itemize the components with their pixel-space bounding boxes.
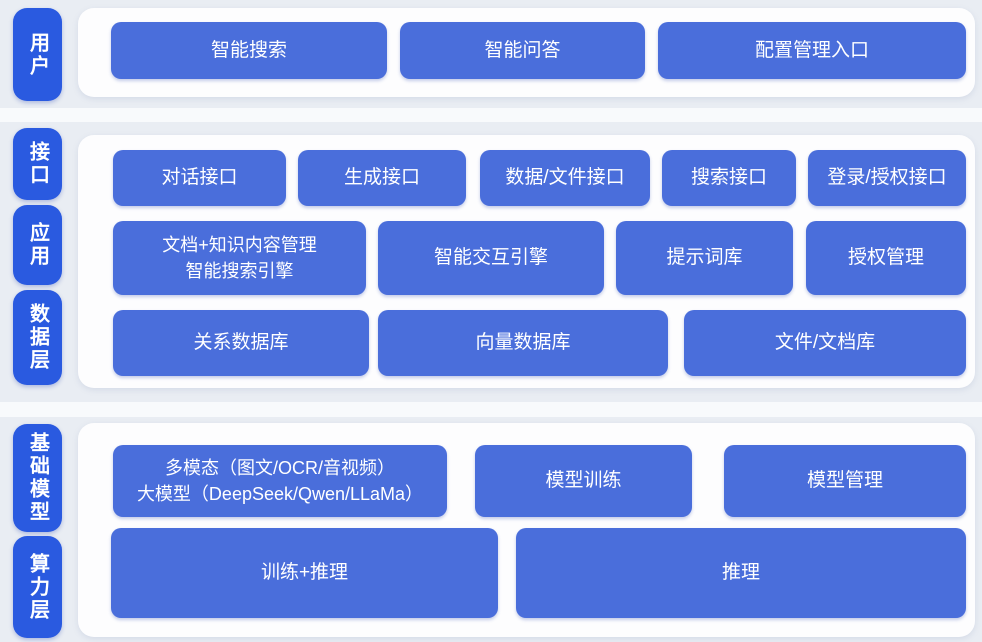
button-config-management-portal[interactable]: 配置管理入口: [658, 22, 966, 79]
layer-label-interface: 接口: [13, 128, 62, 200]
button-dialog-interface[interactable]: 对话接口: [113, 150, 286, 206]
button-search-interface[interactable]: 搜索接口: [662, 150, 796, 206]
button-doc-knowledge-search-engine[interactable]: 文档+知识内容管理 智能搜索引擎: [113, 221, 366, 295]
layer-label-user-text: 用户: [26, 31, 49, 78]
layer-label-data-layer: 数据层: [13, 290, 62, 385]
button-prompt-library[interactable]: 提示词库: [616, 221, 793, 295]
button-generation-interface[interactable]: 生成接口: [298, 150, 466, 206]
layer-label-application: 应用: [13, 205, 62, 285]
layer-label-data-layer-text: 数据层: [26, 303, 49, 372]
button-vector-database[interactable]: 向量数据库: [378, 310, 668, 376]
button-relational-database[interactable]: 关系数据库: [113, 310, 369, 376]
layer-label-interface-text: 接口: [26, 141, 49, 187]
button-intelligent-qa[interactable]: 智能问答: [400, 22, 645, 79]
layer-label-compute-layer: 算力层: [13, 536, 62, 638]
layer-label-base-model: 基础模型: [13, 424, 62, 532]
button-model-training[interactable]: 模型训练: [475, 445, 692, 517]
button-data-file-interface[interactable]: 数据/文件接口: [480, 150, 650, 206]
layer-label-base-model-text: 基础模型: [26, 432, 49, 524]
button-model-management[interactable]: 模型管理: [724, 445, 966, 517]
button-intelligent-search[interactable]: 智能搜索: [111, 22, 387, 79]
button-file-document-store[interactable]: 文件/文档库: [684, 310, 966, 376]
layer-label-application-text: 应用: [26, 222, 49, 268]
layer-label-user: 用户: [13, 8, 62, 101]
button-training-plus-inference[interactable]: 训练+推理: [111, 528, 498, 618]
button-authorization-management[interactable]: 授权管理: [806, 221, 966, 295]
layer-label-compute-layer-text: 算力层: [26, 552, 49, 622]
button-inference[interactable]: 推理: [516, 528, 966, 618]
button-intelligent-interaction-engine[interactable]: 智能交互引擎: [378, 221, 604, 295]
button-multimodal-large-model[interactable]: 多模态（图文/OCR/音视频） 大模型（DeepSeek/Qwen/LLaMa）: [113, 445, 447, 517]
button-login-auth-interface[interactable]: 登录/授权接口: [808, 150, 966, 206]
